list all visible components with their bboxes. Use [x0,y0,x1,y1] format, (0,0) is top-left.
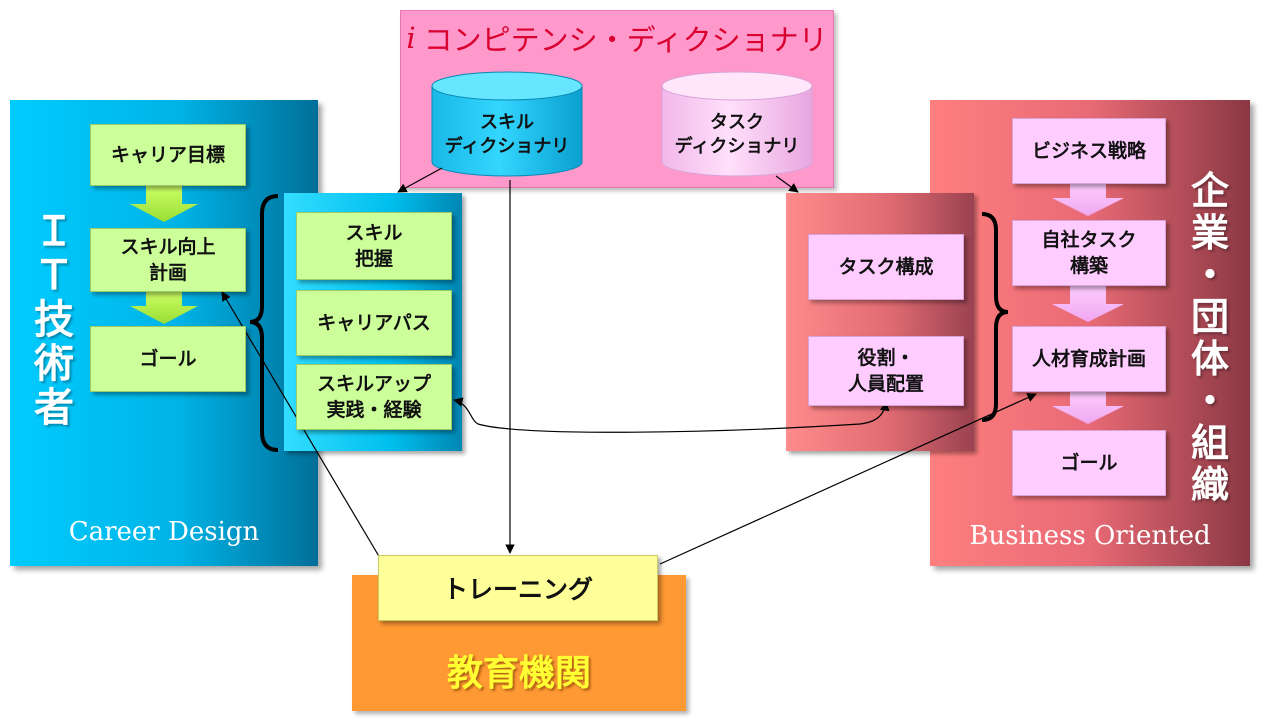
left-goal-label: ゴール [139,348,197,370]
task-dictionary-label-1: タスク [710,112,764,133]
career-goal-label: キャリア目標 [110,144,225,166]
vertical-char: 術 [34,341,74,387]
task-configuration-label: タスク構成 [838,256,934,278]
training-to-hr-plan-arrow [659,393,1037,565]
skill-improvement-plan-box: スキル向上 計画 [90,228,246,292]
training-label: トレーニング [442,575,593,604]
organization-vertical-label: 企 業 ・ 団 体 ・ 組 織 [1180,169,1240,506]
task-build-label-1: 自社タスク [1041,229,1137,251]
left-brace [249,194,279,452]
role-label-1: 役割・ [857,347,915,369]
training-box: トレーニング [378,555,658,621]
business-strategy-box: ビジネス戦略 [1012,118,1166,184]
business-oriented-label: Business Oriented [969,521,1211,551]
it-engineer-vertical-label: Ｉ Ｔ 技 術 者 [28,210,80,430]
left-down-arrow-1 [130,186,198,222]
vertical-char: 技 [34,297,74,343]
left-goal-box: ゴール [90,326,246,392]
skill-plan-label-2: 計画 [148,262,187,284]
dictionary-title-text: コンピテンシ・ディクショナリ [423,23,828,57]
skill-plan-label-1: スキル向上 [120,236,216,258]
left-down-arrow-2 [130,291,198,324]
career-path-box: キャリアパス [296,290,452,356]
career-goal-box: キャリア目標 [90,124,246,186]
career-path-label: キャリアパス [317,312,431,334]
task-dict-to-task-panel-arrow [775,175,799,193]
vertical-char: 業 [1190,211,1229,255]
skill-dictionary-label-1: スキル [480,112,534,133]
task-build-label-2: 構築 [1069,255,1108,277]
dictionary-title-i: i [406,21,416,55]
dictionary-title: i コンピテンシ・ディクショナリ [400,18,834,58]
education-institution-label: 教育機関 [446,653,591,694]
vertical-char: ・ [1190,253,1229,297]
vertical-char: 企 [1190,169,1229,213]
vertical-char: 者 [34,385,74,431]
skill-dict-to-skill-panel-arrow [397,167,443,193]
right-brace [981,212,1009,422]
skillup-to-role-arrow [453,397,890,433]
hr-development-plan-box: 人材育成計画 [1012,326,1166,392]
vertical-char: Ｔ [34,253,74,299]
task-dictionary-cylinder: タスク ディクショナリ [661,71,813,177]
role-label-2: 人員配置 [847,373,924,395]
hr-plan-label: 人材育成計画 [1031,348,1146,370]
skillup-practice-box: スキルアップ 実践・経験 [296,364,452,430]
right-goal-label: ゴール [1060,452,1118,474]
vertical-char: 組 [1190,421,1229,465]
right-goal-box: ゴール [1012,430,1166,496]
career-design-label: Career Design [68,517,260,547]
skill-grasp-box: スキル 把握 [296,212,452,280]
vertical-char: 団 [1190,295,1229,339]
company-task-build-box: 自社タスク 構築 [1012,220,1166,286]
vertical-char: 織 [1190,463,1229,507]
skill-grasp-label-2: 把握 [354,248,393,270]
skillup-label-2: 実践・経験 [326,399,422,421]
skill-dictionary-cylinder: スキル ディクショナリ [431,71,583,177]
vertical-char: Ｉ [34,209,74,255]
skill-grasp-label-1: スキル [345,222,403,244]
right-down-arrow-2 [1052,286,1124,322]
right-down-arrow-1 [1052,183,1124,216]
vertical-char: ・ [1190,379,1229,423]
skill-dictionary-label-2: ディクショナリ [445,135,570,157]
right-down-arrow-3 [1052,390,1124,424]
role-assignment-box: 役割・ 人員配置 [808,336,964,406]
vertical-char: 体 [1190,337,1229,381]
skillup-label-1: スキルアップ [316,373,431,395]
task-configuration-box: タスク構成 [808,234,964,300]
task-dictionary-label-2: ディクショナリ [675,135,800,157]
business-strategy-label: ビジネス戦略 [1031,140,1146,162]
